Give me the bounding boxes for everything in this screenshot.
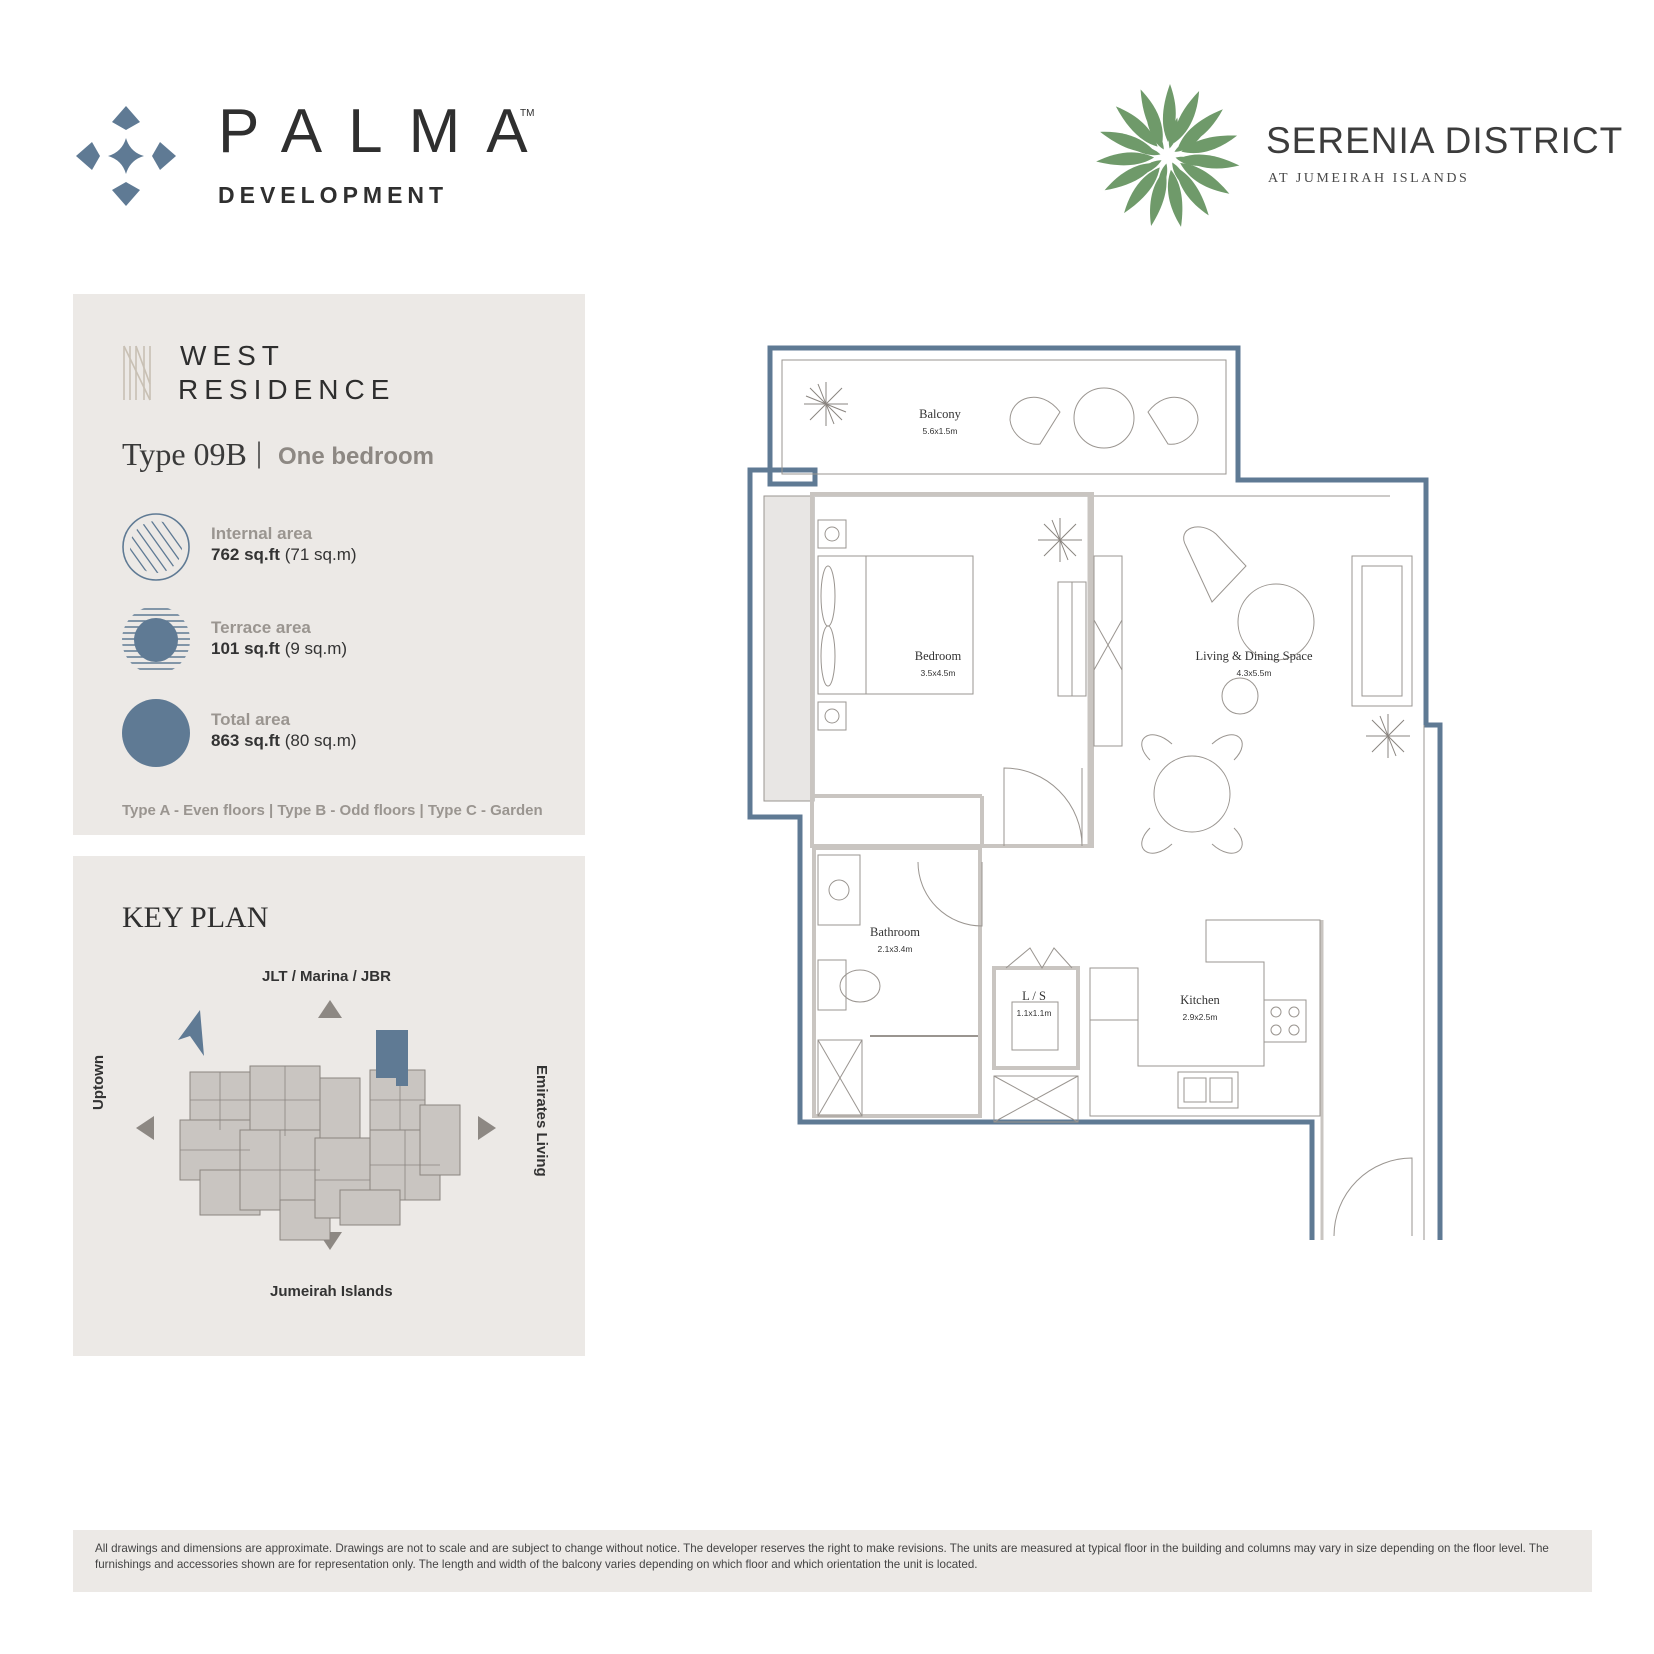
bathroom-label: Bathroom <box>870 925 920 939</box>
kitchen-label: Kitchen <box>1180 993 1220 1007</box>
direction-west-label: Uptown <box>90 1055 107 1110</box>
terrace-area-value: 101 sq.ft (9 sq.m) <box>211 639 347 659</box>
disclaimer-box <box>73 1530 1592 1592</box>
terrace-area-icon <box>122 608 190 670</box>
west-residence-logo-icon <box>123 345 151 401</box>
west-arrow-icon <box>136 1116 154 1140</box>
total-area-sqft: 863 sq.ft <box>211 731 280 750</box>
residence-name-line1: WEST <box>180 340 285 371</box>
trademark-symbol: TM <box>520 108 535 119</box>
total-area-label: Total area <box>211 710 291 729</box>
serenia-subtitle: AT JUMEIRAH ISLANDS <box>1268 171 1470 186</box>
total-area-sqm: (80 sq.m) <box>284 731 357 750</box>
terrace-area-sqm: (9 sq.m) <box>284 639 348 658</box>
key-plan-title: KEY PLAN <box>122 901 269 934</box>
floor-plan: Balcony 5.6x1.5m Bedroom 3.5x4.5m Living… <box>747 345 1443 1240</box>
bedroom-count: One bedroom <box>278 443 435 470</box>
internal-area-label: Internal area <box>211 524 313 543</box>
terrace-area-label: Terrace area <box>211 618 311 637</box>
kitchen-dim: 2.9x2.5m <box>1183 1012 1218 1022</box>
unit-type: Type 09B <box>122 436 247 472</box>
key-plan-map <box>136 1000 496 1250</box>
total-area-icon <box>122 699 190 767</box>
direction-north-label: JLT / Marina / JBR <box>262 968 391 985</box>
palma-wordmark: PALMA <box>218 97 554 166</box>
floor-type-note: Type A - Even floors | Type B - Odd floo… <box>122 802 543 819</box>
compass-icon <box>178 1010 204 1056</box>
palma-logo-icon <box>76 106 176 206</box>
internal-area-sqft: 762 sq.ft <box>211 545 280 564</box>
bathroom-dim: 2.1x3.4m <box>878 944 913 954</box>
type-separator: | <box>256 436 263 469</box>
total-area-value: 863 sq.ft (80 sq.m) <box>211 731 357 751</box>
living-dim: 4.3x5.5m <box>1237 668 1272 678</box>
north-arrow-icon <box>318 1000 342 1018</box>
internal-area-icon <box>122 513 190 581</box>
balcony-dim: 5.6x1.5m <box>923 426 958 436</box>
internal-area-sqm: (71 sq.m) <box>284 545 357 564</box>
disclaimer-text: All drawings and dimensions are approxim… <box>95 1542 1549 1571</box>
balcony-label: Balcony <box>919 407 961 421</box>
direction-east-label: Emirates Living <box>533 1065 550 1177</box>
unit-location-highlight <box>376 1030 408 1086</box>
palma-subtitle: DEVELOPMENT <box>218 182 449 208</box>
living-label: Living & Dining Space <box>1196 649 1313 663</box>
bedroom-dim: 3.5x4.5m <box>921 668 956 678</box>
serenia-logo-icon <box>1096 84 1240 227</box>
residence-name-line2: RESIDENCE <box>178 374 396 405</box>
bedroom-label: Bedroom <box>915 649 962 663</box>
direction-south-label: Jumeirah Islands <box>270 1283 393 1300</box>
terrace-area-sqft: 101 sq.ft <box>211 639 280 658</box>
serenia-title: SERENIA DISTRICT <box>1266 120 1624 161</box>
internal-area-value: 762 sq.ft (71 sq.m) <box>211 545 357 565</box>
ls-label: L / S <box>1022 989 1046 1003</box>
ls-dim: 1.1x1.1m <box>1017 1008 1052 1018</box>
east-arrow-icon <box>478 1116 496 1140</box>
plant-icon <box>804 382 848 426</box>
